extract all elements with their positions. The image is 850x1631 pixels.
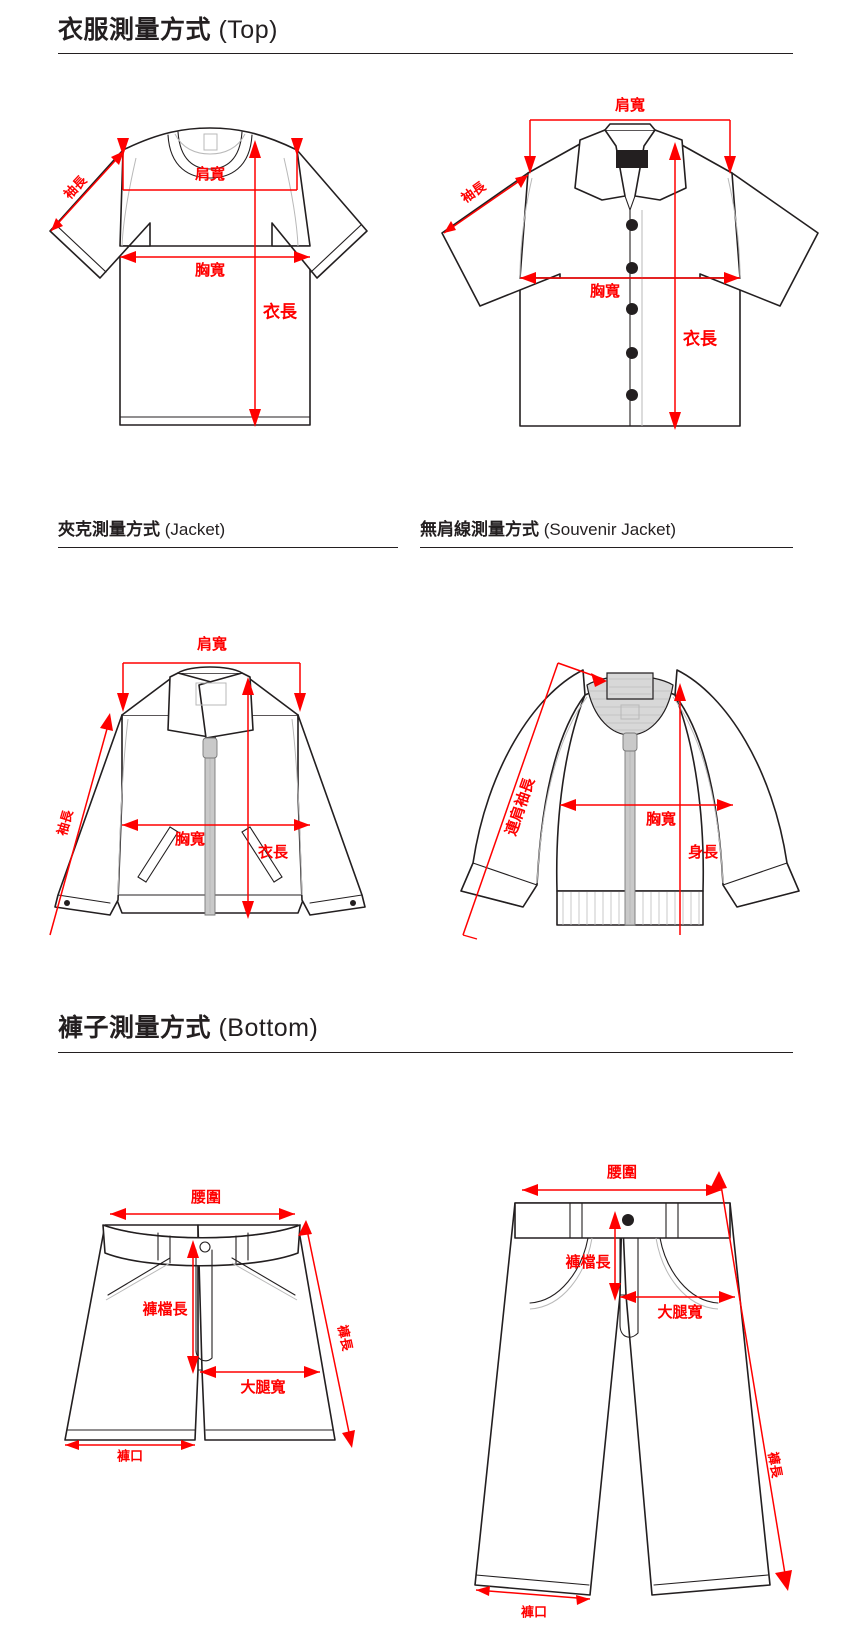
label-pants-length: 褲長 [765,1451,784,1480]
section-title-top: 衣服測量方式 (Top) [58,18,278,43]
label-shirt-length: 衣長 [683,328,718,348]
label-jacket-shoulder: 肩寬 [197,635,227,653]
label-tshirt-shoulder: 肩寬 [195,165,225,183]
section-title-top-zh: 衣服測量方式 [58,16,212,44]
label-tshirt-chest: 胸寬 [195,261,225,279]
section-title-bottom-en: (Bottom) [218,1014,319,1042]
sub-title-souvenir-en: (Souvenir Jacket) [543,520,677,539]
label-shorts-leg-opening: 褲口 [117,1448,143,1463]
figure-shirt: 肩寬 袖長 胸寬 衣長 [420,78,840,438]
label-jacket-length: 衣長 [258,843,289,861]
figure-souvenir-jacket: 連肩袖長 胸寬 身長 [415,595,845,940]
section-title-top-en: (Top) [218,16,278,44]
section-title-bottom-zh: 褲子測量方式 [58,1014,212,1042]
label-shorts-length: 褲長 [335,1323,355,1353]
figure-jacket: 肩寬 袖長 胸寬 衣長 [10,595,410,940]
label-pants-waist: 腰圍 [606,1164,637,1181]
figure-pants: 腰圍 褲檔長 大腿寬 褲長 褲口 [430,1075,850,1620]
sub-title-jacket-zh: 夾克測量方式 [58,520,160,539]
sub-title-souvenir: 無肩線測量方式 (Souvenir Jacket) [420,521,676,538]
figure-shorts: 腰圍 褲檔長 大腿寬 褲長 褲口 [10,1120,410,1463]
label-shirt-chest: 胸寬 [590,282,620,300]
section-rule-souvenir [420,547,793,548]
label-pants-rise: 褲檔長 [565,1253,611,1271]
sub-title-jacket: 夾克測量方式 (Jacket) [58,521,225,538]
section-title-bottom: 褲子測量方式 (Bottom) [58,1016,318,1041]
label-pants-leg-opening: 褲口 [521,1604,547,1619]
label-pants-thigh: 大腿寬 [657,1303,702,1321]
label-shirt-shoulder: 肩寬 [615,96,645,114]
figure-tshirt: 肩寬 袖長 胸寬 衣長 [10,78,420,438]
section-rule-top [58,53,793,54]
label-souvenir-body-length: 身長 [688,843,719,861]
label-tshirt-length: 衣長 [263,301,298,321]
label-jacket-chest: 胸寬 [175,830,205,848]
label-shorts-thigh: 大腿寬 [240,1378,285,1396]
section-rule-bottom [58,1052,793,1053]
label-shorts-waist: 腰圍 [190,1189,221,1206]
label-souvenir-chest: 胸寬 [646,810,676,828]
section-rule-jacket [58,547,398,548]
sub-title-souvenir-zh: 無肩線測量方式 [420,520,539,539]
sub-title-jacket-en: (Jacket) [164,520,226,539]
label-jacket-sleeve: 袖長 [54,807,76,837]
label-shirt-sleeve: 袖長 [458,178,489,206]
label-shorts-rise: 褲檔長 [142,1300,188,1318]
